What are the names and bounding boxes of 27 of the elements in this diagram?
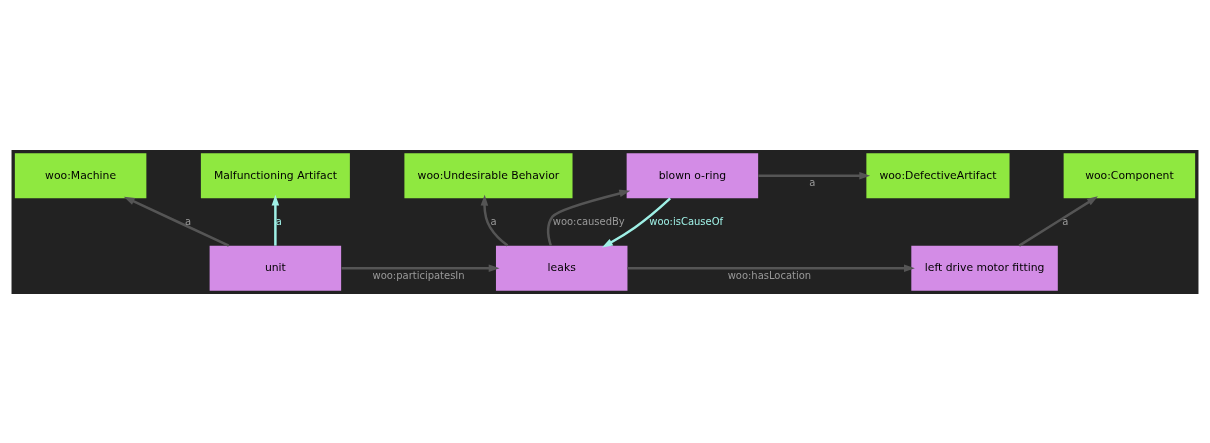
- node-box: woo:DefectiveArtifact: [866, 152, 1010, 198]
- edge-label: a: [490, 215, 497, 227]
- arrow: [546, 189, 631, 246]
- arrow: [627, 263, 915, 272]
- node-box: unit: [209, 245, 342, 291]
- edge-label: a: [184, 215, 192, 227]
- arrow: [271, 194, 280, 246]
- edge-label: woo:hasLocation: [727, 269, 812, 281]
- arrow: [1018, 195, 1098, 247]
- edge-label: woo:causedBy: [552, 215, 625, 227]
- arrow: [123, 196, 230, 247]
- node-box: woo:Undesirable Behavior: [404, 152, 573, 198]
- edge-label: woo:participatesIn: [372, 269, 465, 281]
- arrow: [341, 263, 500, 272]
- arrow: [758, 171, 871, 180]
- node-box: woo:Machine: [14, 152, 147, 198]
- edge-label: woo:isCauseOf: [649, 215, 724, 227]
- node-box: woo:Component: [1063, 152, 1196, 198]
- arrow: [602, 196, 672, 248]
- edge-label: a: [275, 215, 282, 227]
- edge-label: a: [1062, 215, 1069, 227]
- arrow: [480, 194, 509, 247]
- node-box: leaks: [495, 245, 628, 291]
- node-box: blown o-ring: [626, 152, 759, 198]
- node-box: left drive motor fitting: [911, 245, 1058, 291]
- node-box: Malfunctioning Artifact: [200, 152, 350, 198]
- edge-label: a: [809, 176, 816, 188]
